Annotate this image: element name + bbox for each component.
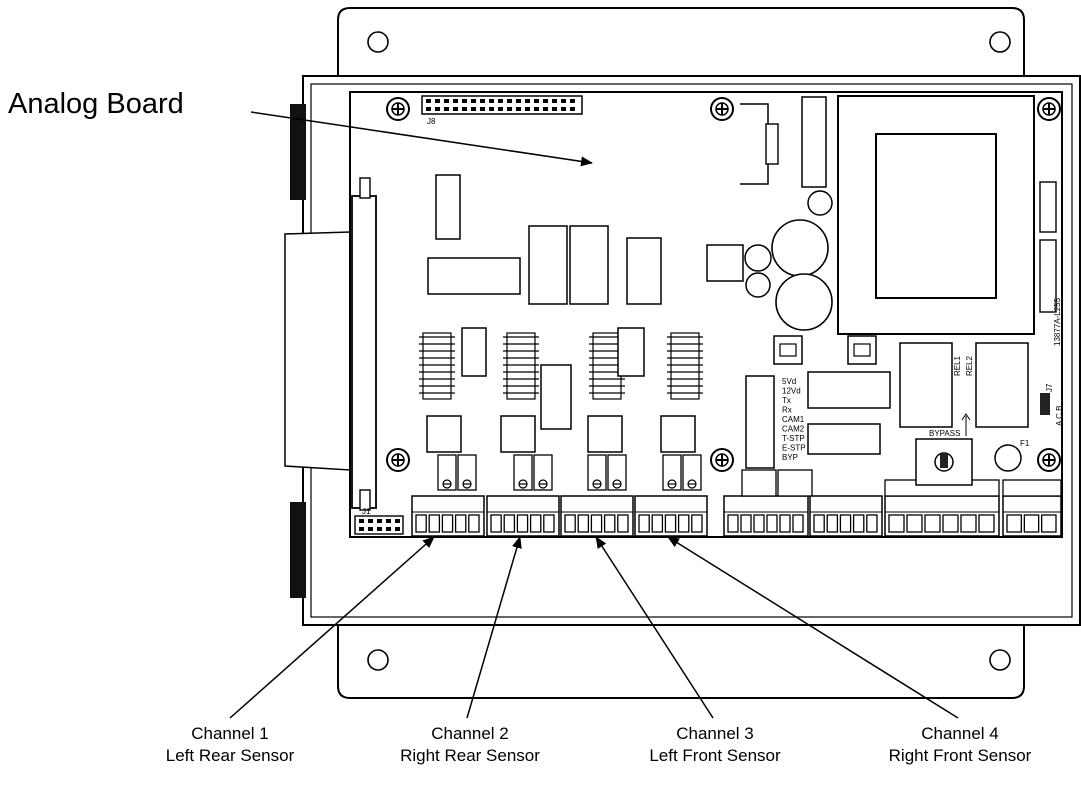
svg-text:A C B: A C B [1055,406,1064,426]
capacitor [775,273,833,331]
channel-relay [426,415,462,453]
board-screw-icon [1037,448,1061,472]
ic-chip [427,257,521,295]
signal-ic [745,375,775,469]
svg-text:BYPASS: BYPASS [929,429,960,438]
bottom-mounting-flange [337,624,1025,699]
channel-1-caption: Channel 1 Left Rear Sensor [116,723,344,767]
channel-4-sensor: Right Front Sensor [888,746,1032,765]
svg-text:REL2: REL2 [965,355,974,376]
svg-text:13877A-L255: 13877A-L255 [1053,297,1062,346]
svg-text:CAM2: CAM2 [782,425,805,434]
power-relay [807,371,891,409]
channel-4-caption: Channel 4 Right Front Sensor [844,723,1076,767]
svg-text:T-STP: T-STP [782,434,805,443]
ic-chip [461,327,487,377]
svg-text:Rx: Rx [782,406,792,415]
channel-2-sensor: Right Rear Sensor [400,746,540,765]
top-right-mount-hole [989,31,1011,53]
j1-pins [359,519,400,531]
channel-2-caption: Channel 2 Right Rear Sensor [356,723,584,767]
svg-text:F1: F1 [1020,439,1030,448]
channel-1-arrow [229,536,435,719]
svg-text:Tx: Tx [782,396,791,405]
j1-header [354,515,404,535]
svg-text:J1: J1 [362,507,371,516]
left-side-block-top [290,104,306,200]
channel-trimmers [437,454,702,491]
ribbon-cable [284,231,351,471]
svg-text:BYP: BYP [782,453,798,462]
terminal-blocks [411,469,1062,537]
channel-relay [587,415,623,453]
svg-text:5Vd: 5Vd [782,377,796,386]
svg-text:J8: J8 [427,117,436,126]
ic-chip [540,364,572,430]
channel-2-arrow [466,536,522,719]
channel-relay [660,415,696,453]
rel1 [899,342,953,428]
svg-text:CAM1: CAM1 [782,415,805,424]
board-screw-icon [386,97,410,121]
power-component [706,244,744,282]
svg-text:J7: J7 [1045,383,1054,392]
svg-text:REL1: REL1 [953,355,962,376]
channel-3-arrow [595,536,714,719]
analog-board-arrow [250,111,593,167]
power-relay [807,423,881,455]
ic-chip [569,225,609,305]
board-screw-icon [710,448,734,472]
ic-chip [528,225,568,305]
j6-connector [351,195,377,509]
ic-chip [617,327,645,377]
top-mounting-flange [337,7,1025,82]
ic-chip [435,174,461,240]
svg-text:E-STP: E-STP [782,444,806,453]
channel-1-sensor: Left Rear Sensor [165,746,295,765]
board-screw-icon [1037,97,1061,121]
channel-relay [500,415,536,453]
board-screw-icon [386,448,410,472]
capacitor [771,219,829,277]
resistor-networks [419,332,703,400]
rel2 [975,342,1029,428]
bottom-right-mount-hole [989,649,1011,671]
channel-3-sensor: Left Front Sensor [649,746,781,765]
left-side-block-bottom [290,502,306,598]
channel-4-name: Channel 4 [921,724,999,743]
analog-board-label: Analog Board [8,88,184,120]
channel-3-name: Channel 3 [676,724,754,743]
power-component [801,96,827,188]
channel-3-caption: Channel 3 Left Front Sensor [601,723,829,767]
channel-1-name: Channel 1 [191,724,269,743]
j8-header [421,95,583,115]
ic-chip [626,237,662,305]
top-left-mount-hole [367,31,389,53]
bottom-left-mount-hole [367,649,389,671]
channel-4-arrow [667,536,959,719]
fuse-f1 [994,444,1022,472]
channel-2-name: Channel 2 [431,724,509,743]
board-screw-icon [710,97,734,121]
j8-pins [426,99,575,111]
svg-text:12Vd: 12Vd [782,387,801,396]
